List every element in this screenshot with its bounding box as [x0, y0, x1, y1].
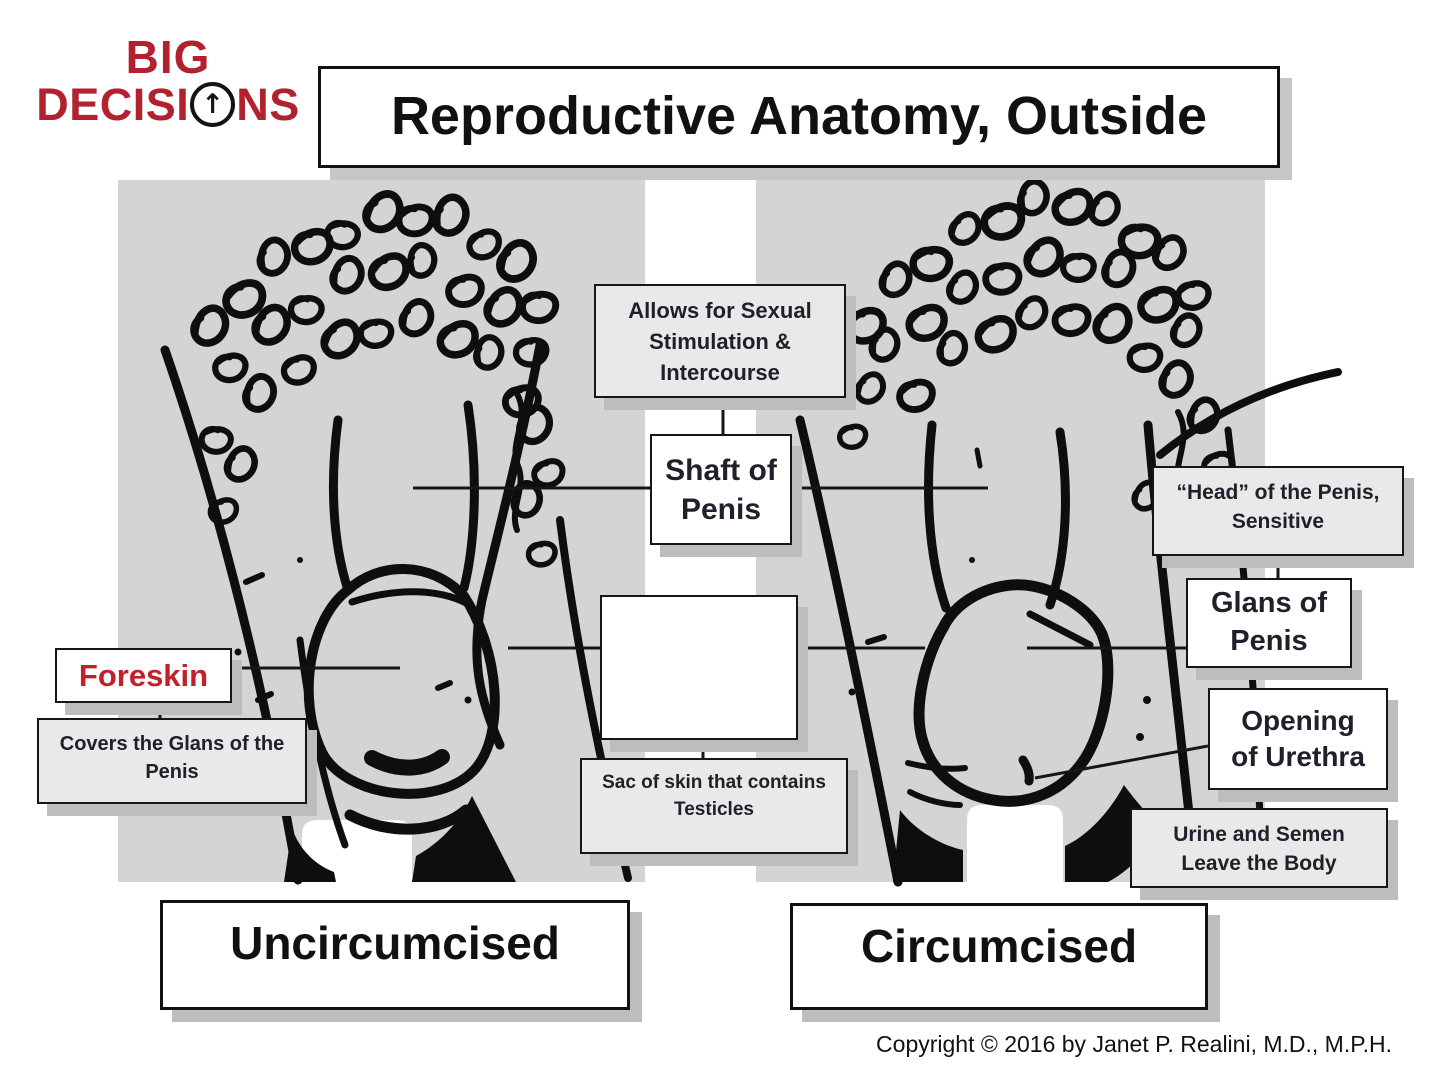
callout-scrotum-function: Sac of skin that contains Testicles — [580, 758, 848, 854]
callout-glans-function: “Head” of the Penis, Sensitive — [1152, 466, 1404, 556]
callout-shaft-function: Allows for Sexual Stimulation & Intercou… — [594, 284, 846, 398]
callout-foreskin: Foreskin — [55, 648, 232, 703]
big-decisions-logo: BIG DECISI ↑ NS — [36, 31, 299, 127]
logo-decisions-left: DECISI — [36, 79, 190, 130]
pointer-urethra — [1034, 744, 1209, 780]
up-arrow-circle-icon: ↑ — [190, 82, 236, 127]
connector-lines — [158, 398, 1280, 808]
callout-scrotum-blank — [600, 595, 798, 740]
copyright-notice: Copyright © 2016 by Janet P. Realini, M.… — [876, 1031, 1392, 1057]
callout-foreskin-function: Covers the Glans of the Penis — [37, 718, 307, 804]
page-title: Reproductive Anatomy, Outside — [318, 66, 1280, 168]
callout-opening-of-urethra: Opening of Urethra — [1208, 688, 1388, 790]
callout-shaft-of-penis: Shaft of Penis — [650, 434, 792, 545]
callout-urethra-function: Urine and Semen Leave the Body — [1130, 808, 1388, 888]
logo-word-decisions: DECISI ↑ NS — [36, 82, 299, 127]
label-uncircumcised: Uncircumcised — [160, 900, 630, 1010]
circumcised-figure — [795, 368, 1342, 887]
logo-word-big: BIG — [125, 31, 211, 83]
logo-decisions-right: NS — [236, 79, 300, 130]
pubic-hair-left — [188, 192, 565, 570]
up-arrow-icon: ↑ — [201, 89, 225, 120]
label-circumcised: Circumcised — [790, 903, 1208, 1010]
callout-glans-of-penis: Glans of Penis — [1186, 578, 1352, 668]
